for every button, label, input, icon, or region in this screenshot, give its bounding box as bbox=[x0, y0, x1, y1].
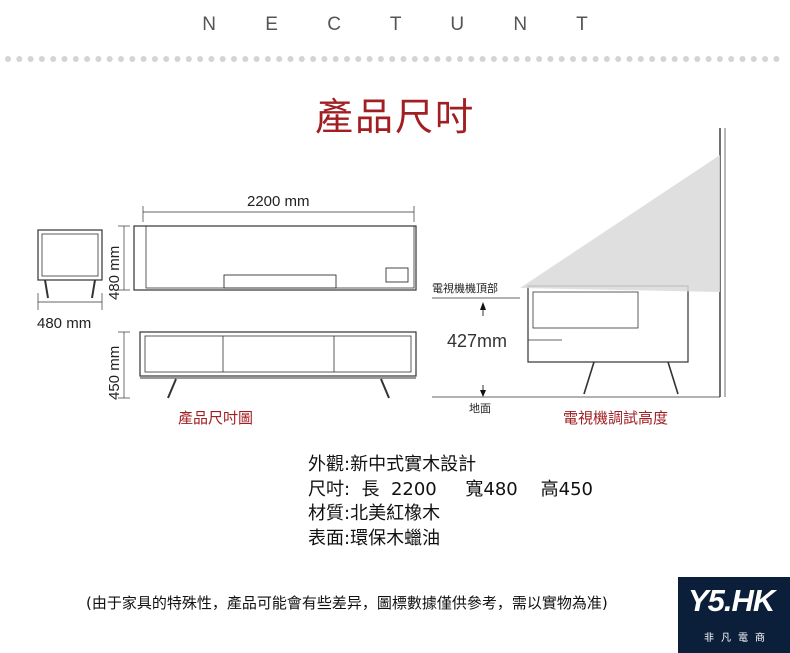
divider-dot bbox=[468, 56, 475, 62]
divider-dot bbox=[197, 56, 204, 62]
divider-dot bbox=[411, 56, 418, 62]
divider-dot bbox=[649, 56, 656, 62]
viewing-angle-shape bbox=[520, 155, 720, 292]
dotted-divider bbox=[5, 56, 780, 62]
divider-dot bbox=[660, 56, 667, 62]
divider-dot bbox=[253, 56, 260, 62]
divider-dot bbox=[50, 56, 57, 62]
divider-dot bbox=[118, 56, 124, 62]
divider-dot bbox=[445, 56, 452, 62]
divider-dot bbox=[400, 56, 407, 62]
side-view-cabinet bbox=[37, 229, 103, 281]
tv-height-label: 427mm bbox=[447, 331, 508, 351]
divider-dot bbox=[140, 56, 147, 62]
product-size-caption: 產品尺吋圖 bbox=[178, 409, 254, 427]
top-depth-label: 480 mm bbox=[106, 245, 123, 300]
tv-top-label: 電視機機頂部 bbox=[432, 282, 498, 295]
divider-dot bbox=[5, 56, 11, 62]
divider-dot bbox=[264, 56, 271, 62]
divider-dot bbox=[276, 56, 283, 62]
ground-label: 地面 bbox=[469, 402, 491, 415]
divider-dot bbox=[536, 56, 543, 62]
divider-dot bbox=[151, 56, 158, 62]
divider-dot bbox=[106, 56, 113, 62]
divider-dot bbox=[683, 56, 689, 62]
width-dimension-label: 2200 mm bbox=[247, 193, 310, 210]
divider-dot bbox=[773, 56, 780, 62]
divider-dot bbox=[457, 56, 463, 62]
divider-dot bbox=[490, 56, 497, 62]
divider-dot bbox=[16, 56, 23, 62]
tv-height-caption: 電視機調試高度 bbox=[563, 409, 669, 427]
page-title: 產品尺吋 bbox=[314, 95, 475, 139]
divider-dot bbox=[377, 56, 384, 62]
spec-list: 外觀:新中式實木設計 尺吋: 長 2200 寬480 高450 材質:北美紅橡木… bbox=[308, 453, 593, 551]
height-dimension-label: 450 mm bbox=[106, 345, 123, 400]
divider-dot bbox=[513, 56, 520, 62]
divider-dot bbox=[423, 56, 430, 62]
divider-dot bbox=[502, 56, 509, 62]
divider-dot bbox=[637, 56, 644, 62]
divider-dot bbox=[615, 56, 622, 62]
spec-size: 尺吋: 長 2200 寬480 高450 bbox=[308, 478, 593, 500]
divider-dot bbox=[321, 56, 328, 62]
divider-dot bbox=[163, 56, 170, 62]
divider-dot bbox=[185, 56, 192, 62]
divider-dot bbox=[558, 56, 565, 62]
divider-dot bbox=[705, 56, 712, 62]
divider-dot bbox=[27, 56, 34, 62]
divider-dot bbox=[38, 56, 45, 62]
divider-dot bbox=[739, 56, 746, 62]
divider-dot bbox=[547, 56, 554, 62]
front-view-cabinet bbox=[139, 331, 417, 377]
divider-dot bbox=[750, 56, 757, 62]
brand-logo-text: N E C T U N T bbox=[202, 14, 610, 35]
divider-dot bbox=[479, 56, 486, 62]
disclaimer-note: (由于家具的特殊性，產品可能會有些差异，圖標數據僅供參考，需以實物為准) bbox=[86, 594, 608, 612]
divider-dot bbox=[332, 56, 339, 62]
divider-dot bbox=[287, 56, 294, 62]
divider-dot bbox=[603, 56, 610, 62]
divider-dot bbox=[72, 56, 79, 62]
divider-dot bbox=[728, 56, 735, 62]
divider-dot bbox=[219, 56, 226, 62]
divider-dot bbox=[694, 56, 701, 62]
watermark-logo: Y5.HK 非凡電商 bbox=[678, 577, 790, 653]
divider-dot bbox=[310, 56, 317, 62]
divider-dot bbox=[174, 56, 181, 62]
divider-dot bbox=[231, 56, 237, 62]
divider-dot bbox=[434, 56, 441, 62]
divider-dot bbox=[242, 56, 249, 62]
divider-dot bbox=[389, 56, 396, 62]
divider-dot bbox=[762, 56, 769, 62]
divider-dot bbox=[61, 56, 68, 62]
divider-dot bbox=[355, 56, 362, 62]
top-view-cabinet bbox=[133, 225, 417, 291]
cabinet-side-view bbox=[527, 285, 689, 363]
spec-appearance: 外觀:新中式實木設計 bbox=[308, 454, 477, 475]
divider-dot bbox=[626, 56, 633, 62]
side-depth-label: 480 mm bbox=[37, 315, 92, 332]
divider-dot bbox=[366, 56, 373, 62]
divider-dot bbox=[581, 56, 588, 62]
divider-dot bbox=[524, 56, 531, 62]
divider-dot bbox=[592, 56, 599, 62]
divider-dot bbox=[129, 56, 136, 62]
watermark-sub: 非凡電商 bbox=[704, 633, 772, 644]
divider-dot bbox=[298, 56, 305, 62]
spec-material: 材質:北美紅橡木 bbox=[308, 503, 441, 524]
spec-surface: 表面:環保木蠟油 bbox=[308, 527, 441, 549]
divider-dot bbox=[344, 56, 350, 62]
divider-dot bbox=[716, 56, 723, 62]
divider-dot bbox=[95, 56, 102, 62]
divider-dot bbox=[208, 56, 215, 62]
watermark-main: Y5.HK bbox=[688, 583, 775, 618]
divider-dot bbox=[570, 56, 576, 62]
divider-dot bbox=[84, 56, 91, 62]
divider-dot bbox=[671, 56, 678, 62]
